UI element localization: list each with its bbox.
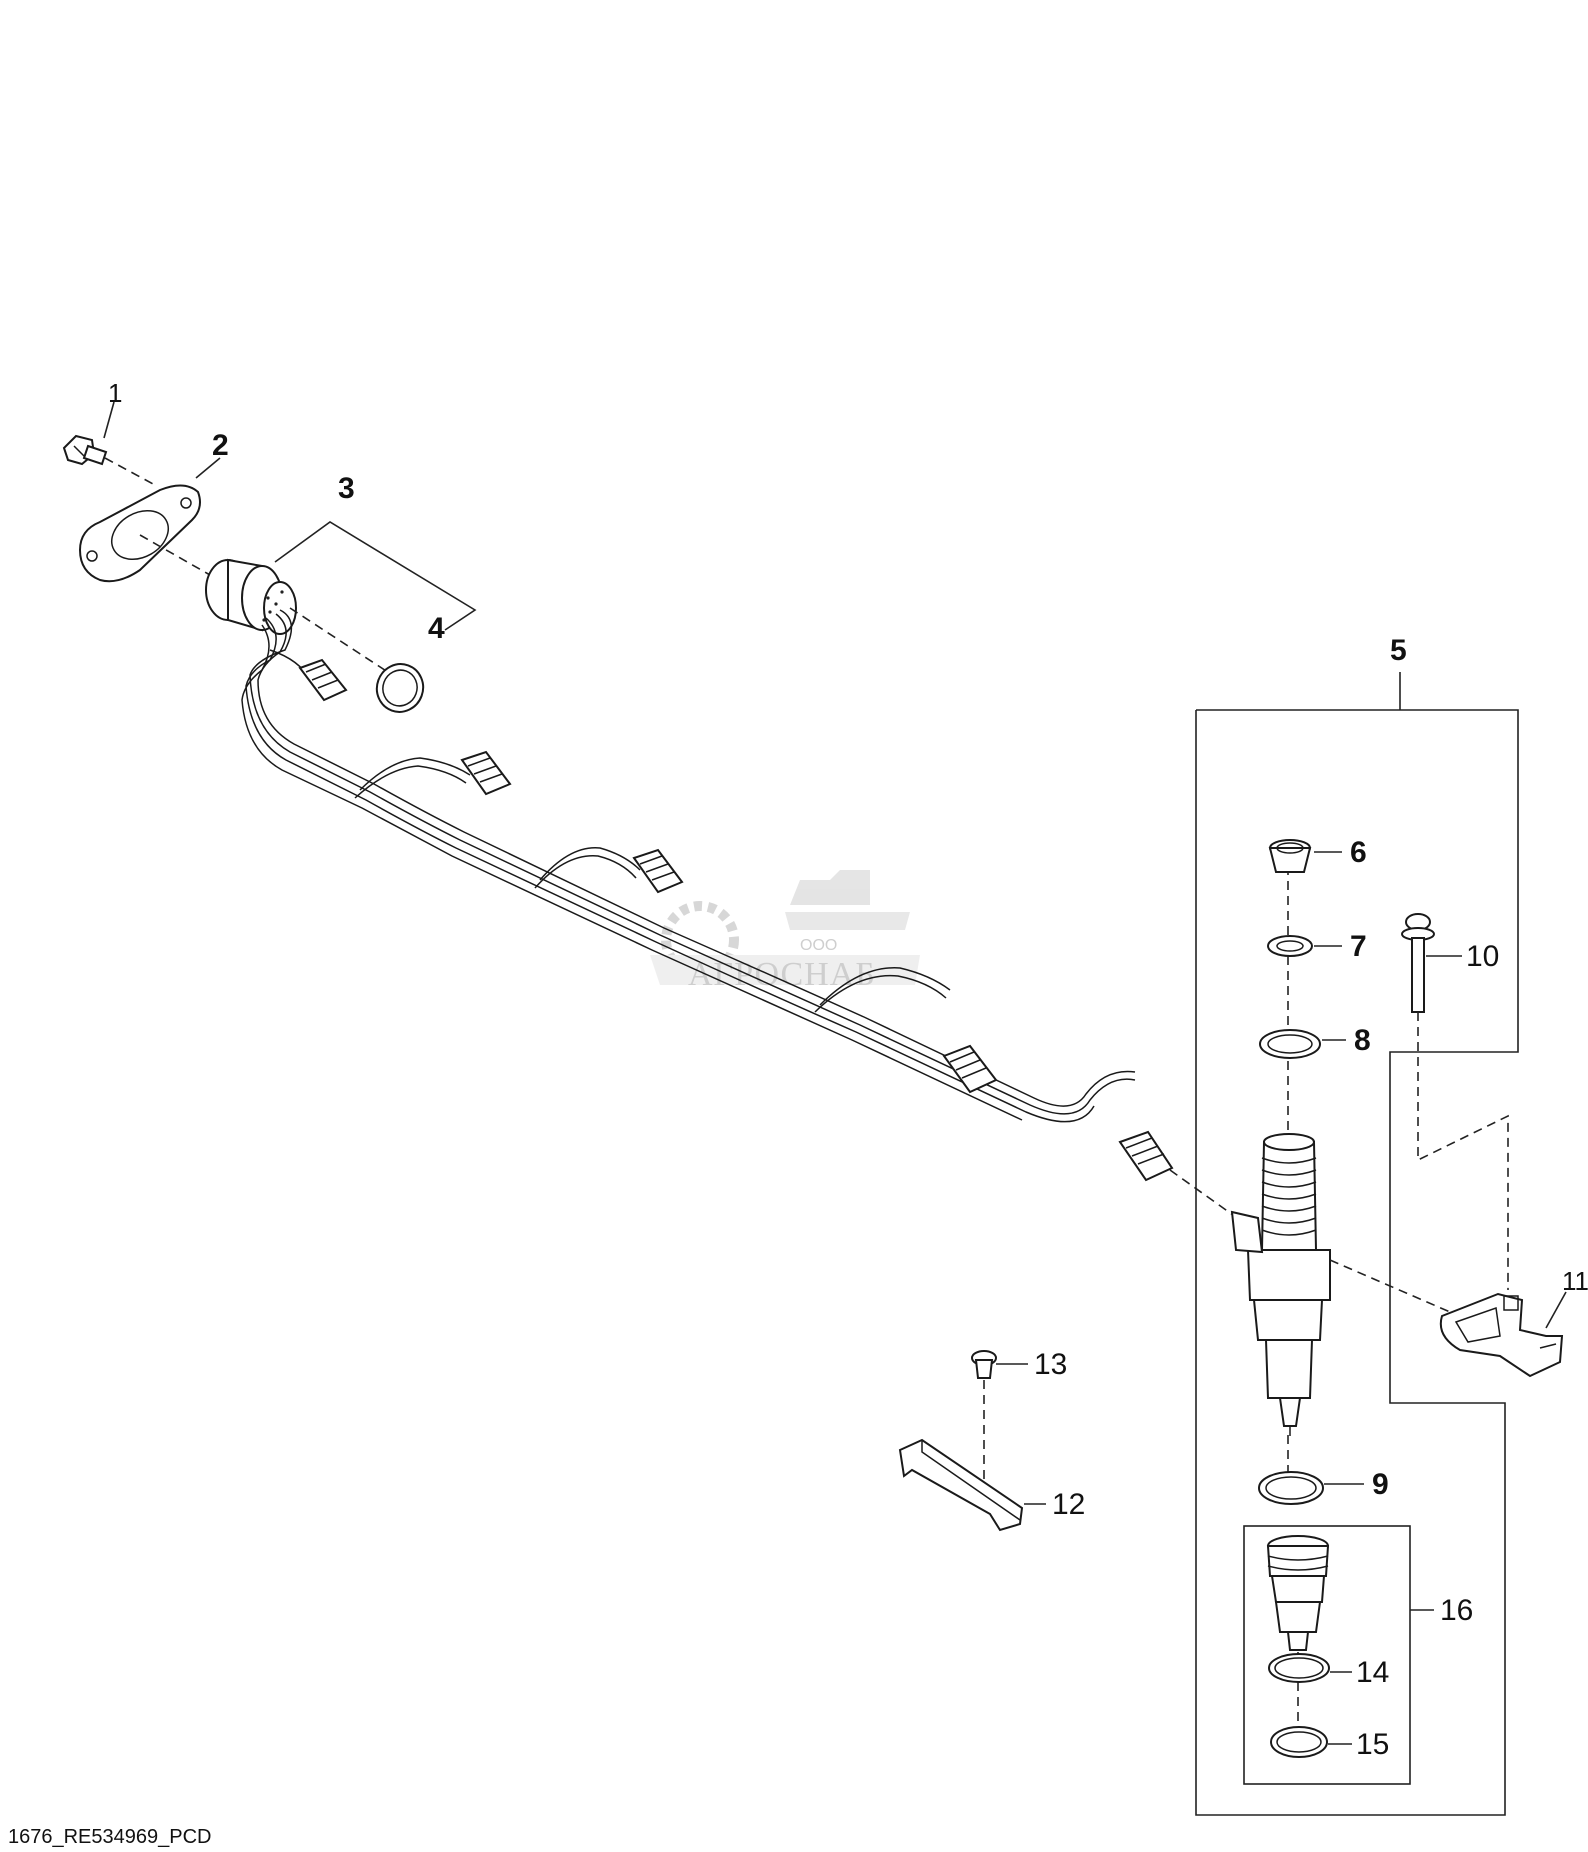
callout-2: 2 xyxy=(212,429,229,462)
assembly-16-frame xyxy=(1243,1525,1411,1785)
callout-11: 11 xyxy=(1562,1266,1588,1296)
harness-plug-1 xyxy=(298,658,348,702)
part-2-gasket xyxy=(78,484,201,583)
part-4-o-ring xyxy=(375,663,425,713)
callout-7: 7 xyxy=(1350,930,1367,963)
harness-plug-2 xyxy=(460,750,512,796)
callout-4: 4 xyxy=(428,612,445,645)
callout-8: 8 xyxy=(1354,1024,1371,1057)
part-13-screw xyxy=(971,1350,997,1379)
callout-16: 16 xyxy=(1440,1594,1473,1627)
part-7-seal-ring xyxy=(1267,935,1313,957)
callout-12: 12 xyxy=(1052,1488,1085,1521)
watermark-prefix: ООО xyxy=(800,937,837,954)
part-11-clamp xyxy=(1439,1292,1564,1378)
callout-15: 15 xyxy=(1356,1728,1389,1761)
part-8-o-ring xyxy=(1259,1029,1321,1059)
harness-plug-5 xyxy=(1118,1130,1174,1182)
part-10-bolt xyxy=(1401,913,1435,1013)
part-1-bolt xyxy=(62,434,108,466)
callout-9: 9 xyxy=(1372,1468,1389,1501)
part-3-wiring-harness xyxy=(205,558,1136,1123)
callout-13: 13 xyxy=(1034,1348,1067,1381)
callout-5: 5 xyxy=(1390,634,1407,667)
callout-1: 1 xyxy=(108,378,122,408)
callout-6: 6 xyxy=(1350,836,1367,869)
part-9-o-ring xyxy=(1258,1471,1324,1505)
part-12-bracket xyxy=(898,1438,1024,1532)
part-15-o-ring xyxy=(1270,1726,1328,1758)
part-16-nozzle xyxy=(1266,1535,1330,1651)
harness-plug-4 xyxy=(942,1044,998,1094)
part-6-cap xyxy=(1268,839,1312,873)
part-14-o-ring xyxy=(1268,1653,1330,1683)
assembly-5-frame xyxy=(1195,709,1519,1816)
callout-10: 10 xyxy=(1466,940,1499,973)
diagram-id-label: 1676_RE534969_PCD xyxy=(8,1826,212,1848)
callout-14: 14 xyxy=(1356,1656,1389,1689)
injector-body xyxy=(1230,1133,1331,1436)
callout-3: 3 xyxy=(338,472,355,505)
watermark-logo: ООО АГРОСНАБ xyxy=(650,870,920,993)
harness-plug-3 xyxy=(632,848,684,894)
